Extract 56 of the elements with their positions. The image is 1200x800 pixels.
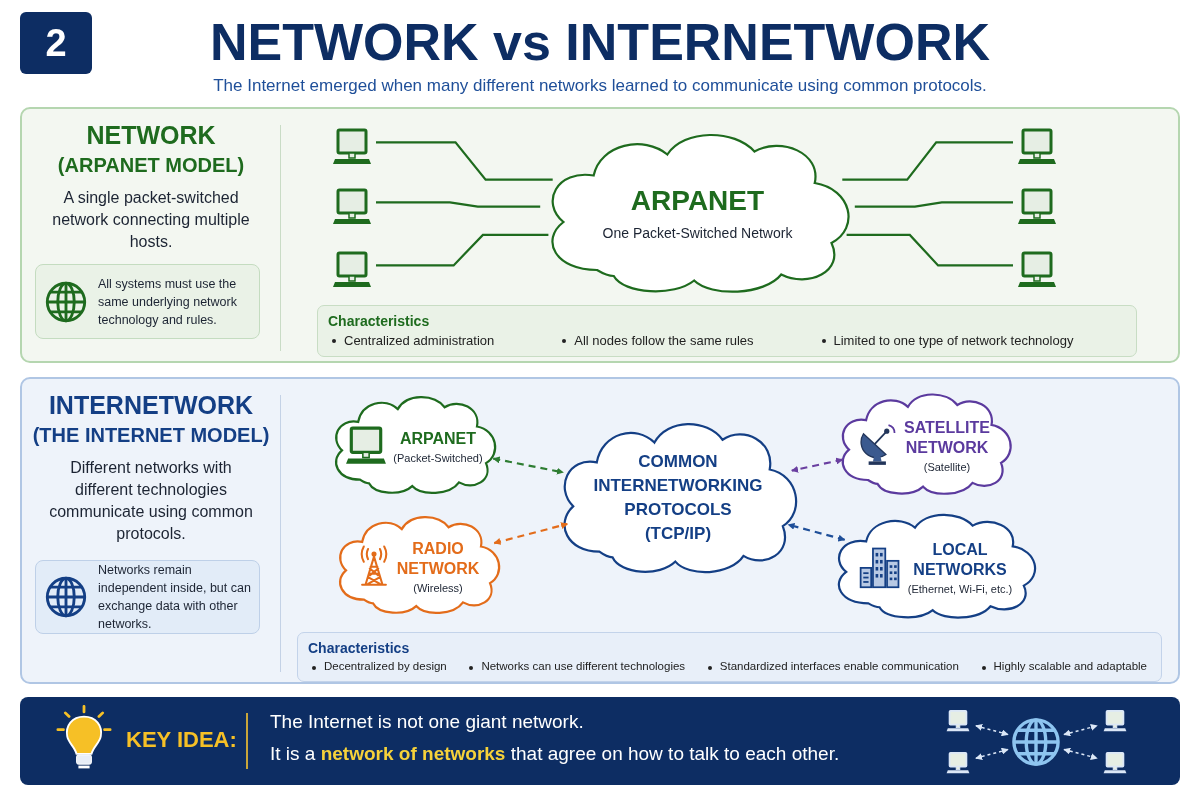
connector-line xyxy=(842,141,1013,181)
section-panel xyxy=(20,107,1180,363)
dashed-arrow xyxy=(791,457,844,473)
section-heading: INTERNETWORK xyxy=(48,391,254,420)
connector-line xyxy=(846,233,1013,267)
cloud-subtitle: One Packet-Switched Network xyxy=(602,225,793,241)
dashed-arrow xyxy=(1063,747,1098,760)
cloud-title: ARPANET xyxy=(630,185,765,217)
dashed-arrow xyxy=(975,747,1009,760)
note-text: All systems must use the same underlying network technology and rules. xyxy=(98,275,238,329)
bullet-item: Highly scalable and adaptable xyxy=(979,660,1147,672)
note-text: Networks remain independent inside, but can exchange data with other networks. xyxy=(98,562,251,633)
note-card xyxy=(35,560,260,634)
section-subheading: (ARPANET MODEL) xyxy=(57,154,245,177)
key-idea-label: KEY IDEA: xyxy=(126,727,237,753)
characteristics-card xyxy=(297,632,1162,682)
cloud-subtitle: (Packet-Switched) xyxy=(393,451,483,464)
cloud-subtitle: (Satellite) xyxy=(923,460,971,473)
step-number-badge: 2 xyxy=(20,12,92,74)
dashed-arrow xyxy=(1063,724,1098,737)
note-card xyxy=(35,264,260,339)
dashed-arrow xyxy=(492,456,564,475)
bullet-item: Networks can use different technologies xyxy=(467,660,686,672)
cloud-subtitle: (Wireless) xyxy=(413,581,463,594)
section-panel xyxy=(20,377,1180,684)
card-heading: Characteristics xyxy=(308,640,410,656)
connector-line xyxy=(376,233,549,267)
key-idea-text: It is a network of networks that agree on how to talk to each other. xyxy=(270,743,840,765)
section-heading: NETWORK xyxy=(86,121,216,150)
cloud-title: RADIO NETWORK xyxy=(396,538,480,579)
key-idea-banner xyxy=(20,697,1180,785)
dashed-arrow xyxy=(493,522,568,545)
section-description: Different networks with different technologies communicate using common protocols. xyxy=(48,458,254,544)
card-heading: Characteristics xyxy=(328,313,430,329)
connector-line xyxy=(854,201,1013,208)
title: NETWORK vs INTERNETWORK xyxy=(209,12,991,72)
dashed-arrow xyxy=(787,522,846,542)
connector-line xyxy=(376,141,553,181)
bullet-item: Standardized interfaces enable communication xyxy=(705,660,959,672)
bullet-item: Limited to one type of network technology xyxy=(819,333,1074,348)
characteristics-card xyxy=(317,305,1137,357)
key-idea-text: The Internet is not one giant network. xyxy=(270,711,584,733)
section-description: A single packet-switched network connecting multiple hosts. xyxy=(51,188,251,252)
section-subheading: (THE INTERNET MODEL) xyxy=(32,424,270,447)
globe-icon xyxy=(1010,716,1062,768)
bullet-item: Centralized administration xyxy=(330,333,495,348)
bullet-item: All nodes follow the same rules xyxy=(560,333,754,348)
cloud-title: LOCAL NETWORKS xyxy=(913,539,1007,580)
cloud-title: ARPANET xyxy=(399,428,477,449)
subtitle: The Internet emerged when many different networks learned to communicate using common protocols. xyxy=(212,76,988,96)
connector-line xyxy=(376,201,541,208)
dashed-arrow xyxy=(975,724,1009,737)
cloud-title: COMMON INTERNETWORKING PROTOCOLS (TCP/IP) xyxy=(593,451,763,545)
bullet-item: Decentralized by design xyxy=(310,660,447,672)
cloud-subtitle: (Ethernet, Wi-Fi, etc.) xyxy=(907,582,1013,595)
cloud-title: SATELLITE NETWORK xyxy=(904,417,990,458)
